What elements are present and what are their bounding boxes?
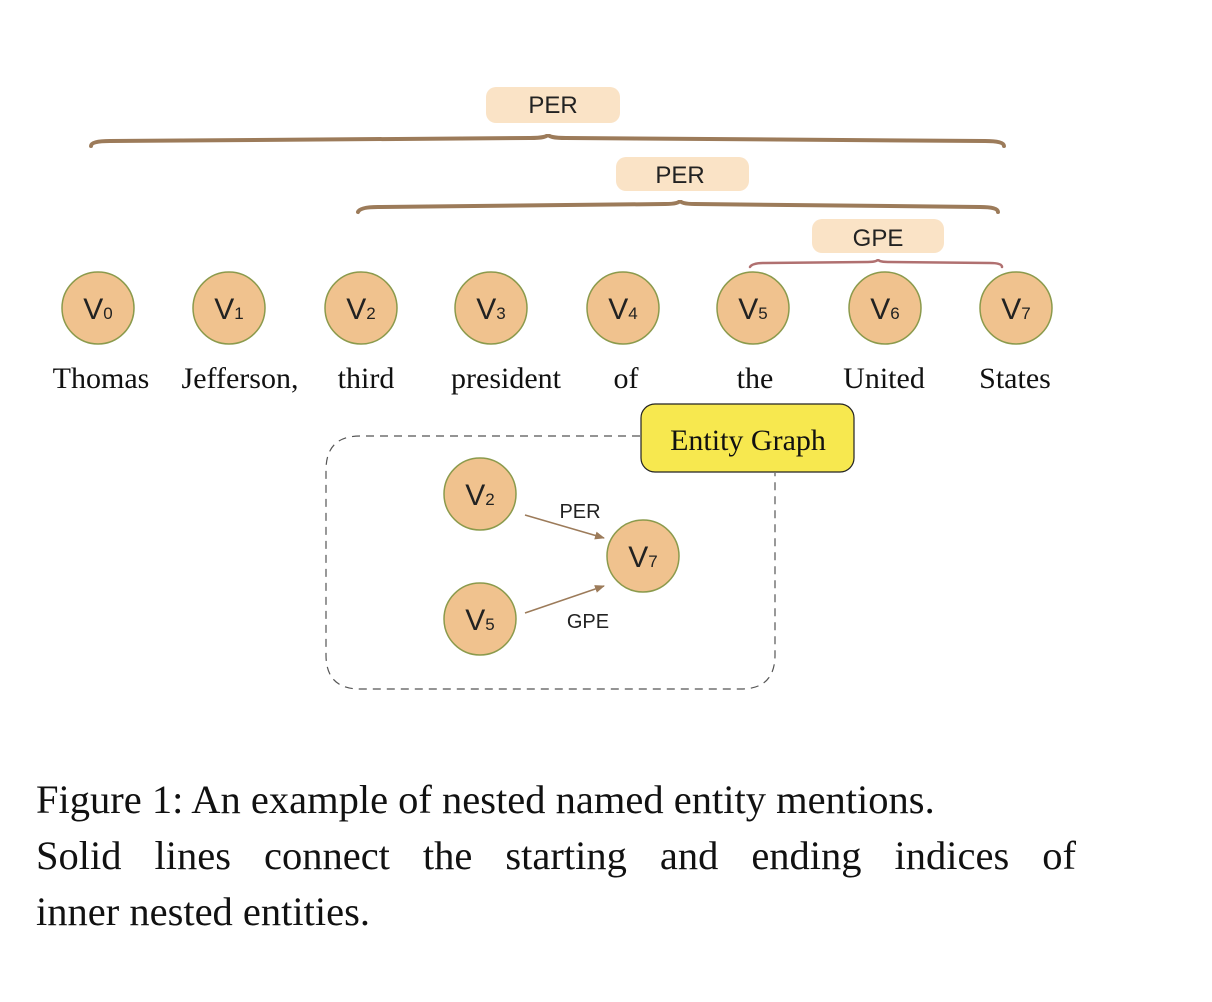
token-node-v2: V2 xyxy=(324,271,398,345)
span-per-inner: PER xyxy=(356,157,1000,214)
edge-v5-v7: GPE xyxy=(524,585,609,633)
span-brace xyxy=(89,133,1006,148)
token-word: the xyxy=(737,362,774,395)
token-word: third xyxy=(338,362,395,395)
node-label: V7 xyxy=(1001,293,1030,326)
entity-graph-frame xyxy=(325,435,776,690)
node-label: V5 xyxy=(738,293,767,326)
node-label: V1 xyxy=(214,293,243,326)
edge-label: PER xyxy=(559,501,600,523)
figure-caption: Figure 1: An example of nested named ent… xyxy=(36,772,1086,940)
node-label: V3 xyxy=(476,293,505,326)
node-label: V4 xyxy=(608,293,637,326)
graph-node-v2: V2 xyxy=(443,457,517,531)
token-node-v0: V0 xyxy=(61,271,135,345)
node-label: V6 xyxy=(870,293,899,326)
span-brace xyxy=(748,258,1004,269)
span-gpe: GPE xyxy=(748,219,1004,269)
node-label: V0 xyxy=(83,293,112,326)
token-node-v6: V6 xyxy=(848,271,922,345)
token-node-v1: V1 xyxy=(192,271,266,345)
edge-v2-v7: PER xyxy=(524,501,605,540)
span-label-bg xyxy=(812,219,944,253)
token-word: Jefferson, xyxy=(182,362,299,395)
node-label: V7 xyxy=(628,541,657,574)
node-label: V5 xyxy=(465,604,494,637)
caption-line: Figure 1: An example of nested named ent… xyxy=(36,777,935,822)
span-label-bg xyxy=(616,157,749,191)
token-node-v4: V4 xyxy=(586,271,660,345)
token-word: United xyxy=(843,362,925,395)
entity-graph-title: Entity Graph xyxy=(640,403,855,473)
token-node-v5: V5 xyxy=(716,271,790,345)
graph-node-v7: V7 xyxy=(606,519,680,593)
edge-label: GPE xyxy=(567,611,609,633)
span-label-bg xyxy=(486,87,620,123)
caption-line: inner nested entities. xyxy=(36,889,371,934)
token-word: States xyxy=(979,362,1051,395)
span-per-outer: PER xyxy=(89,87,1006,148)
token-node-v3: V3 xyxy=(454,271,528,345)
node-label: V2 xyxy=(465,479,494,512)
node-label: V2 xyxy=(346,293,375,326)
span-label: PER xyxy=(528,92,577,119)
token-word: of xyxy=(614,362,639,395)
span-label: GPE xyxy=(853,225,904,252)
span-label: PER xyxy=(655,162,704,189)
span-brace xyxy=(356,199,1000,214)
svg-text:Entity Graph: Entity Graph xyxy=(670,424,826,457)
token-word: Thomas xyxy=(53,362,150,395)
graph-node-v5: V5 xyxy=(443,582,517,656)
token-word: president xyxy=(451,362,562,395)
token-node-v7: V7 xyxy=(979,271,1053,345)
caption-line: Solid lines connect the starting and end… xyxy=(36,833,1076,878)
